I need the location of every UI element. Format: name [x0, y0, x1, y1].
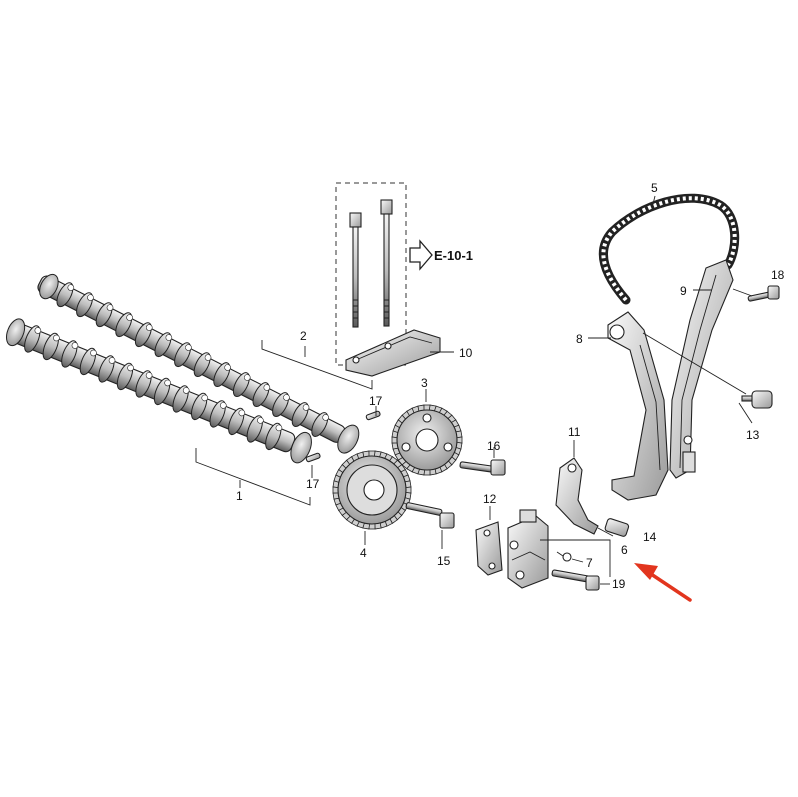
- callout-12: 12: [483, 492, 497, 506]
- camshaft-sprocket: [391, 404, 463, 476]
- bolt-14: [604, 518, 630, 537]
- chain-tensioner: [507, 509, 549, 589]
- sprocket-bolt-15: [405, 502, 455, 529]
- tensioner-guide: [607, 311, 669, 501]
- callout-numbers: 1 2 3 4 5 6 7 8 9 10 11 12 13 14 15 16 1…: [236, 181, 785, 591]
- callout-17-upper: 17: [369, 394, 383, 408]
- callout-18: 18: [771, 268, 785, 282]
- callout-16: 16: [487, 439, 501, 453]
- callout-2: 2: [300, 329, 307, 343]
- tensioner-oring: [556, 551, 572, 562]
- cap-bolt-left: [349, 212, 362, 328]
- callout-17-lower: 17: [306, 477, 320, 491]
- timing-chain: [598, 193, 740, 305]
- callout-15: 15: [437, 554, 451, 568]
- hollow-right-arrow-icon: [409, 239, 433, 271]
- callout-7: 7: [586, 556, 593, 570]
- callout-5: 5: [651, 181, 658, 195]
- reference-label: E-10-1: [434, 248, 473, 263]
- tensioner-gasket: [475, 521, 503, 576]
- dowel-pin-lower: [305, 452, 321, 463]
- callout-9: 9: [680, 284, 687, 298]
- tensioner-bolt-19: [551, 569, 600, 591]
- callout-1: 1: [236, 489, 243, 503]
- callout-10: 10: [459, 346, 473, 360]
- sprocket-bolt-16: [459, 459, 506, 476]
- callout-19: 19: [612, 577, 626, 591]
- red-pointer-arrow-icon: [634, 563, 692, 602]
- callout-13: 13: [746, 428, 760, 442]
- callout-8: 8: [576, 332, 583, 346]
- guide-bolt-13: [741, 390, 773, 409]
- camshaft-upper: [37, 273, 360, 454]
- callout-3: 3: [421, 376, 428, 390]
- chain-guide: [669, 259, 734, 479]
- callout-6: 6: [621, 543, 628, 557]
- guide-bolt-18: [747, 285, 780, 302]
- camshaft-lower: [5, 318, 312, 464]
- callout-4: 4: [360, 546, 367, 560]
- tensioner-arm: [555, 457, 599, 535]
- callout-11: 11: [568, 425, 581, 439]
- callout-14: 14: [643, 530, 657, 544]
- dowel-pin-upper: [365, 410, 381, 421]
- vtc-actuator: [332, 450, 412, 530]
- leader-lines: [195, 195, 753, 585]
- camshaft-holder: [345, 329, 441, 377]
- cap-bolt-right: [380, 199, 393, 327]
